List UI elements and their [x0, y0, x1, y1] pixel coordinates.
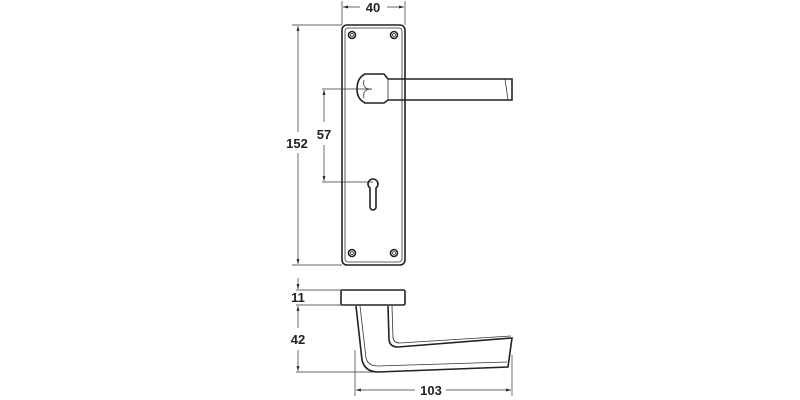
screw-holes — [347, 30, 399, 258]
lever-front — [356, 73, 513, 104]
dimension-lines — [292, 1, 513, 396]
dimension-plate-height: 152 — [286, 136, 308, 151]
dimension-lever-projection: 42 — [291, 332, 305, 347]
dimension-lever-to-keyhole: 57 — [317, 127, 331, 142]
rose — [340, 289, 406, 306]
dimension-rose-depth: 11 — [291, 290, 305, 305]
lever-side — [355, 305, 513, 373]
keyhole — [367, 178, 379, 211]
front-view — [341, 24, 513, 266]
dimension-lever-length: 103 — [420, 383, 442, 398]
backplate — [341, 24, 406, 266]
side-view — [340, 289, 513, 373]
dimension-plate-width: 40 — [366, 0, 380, 15]
